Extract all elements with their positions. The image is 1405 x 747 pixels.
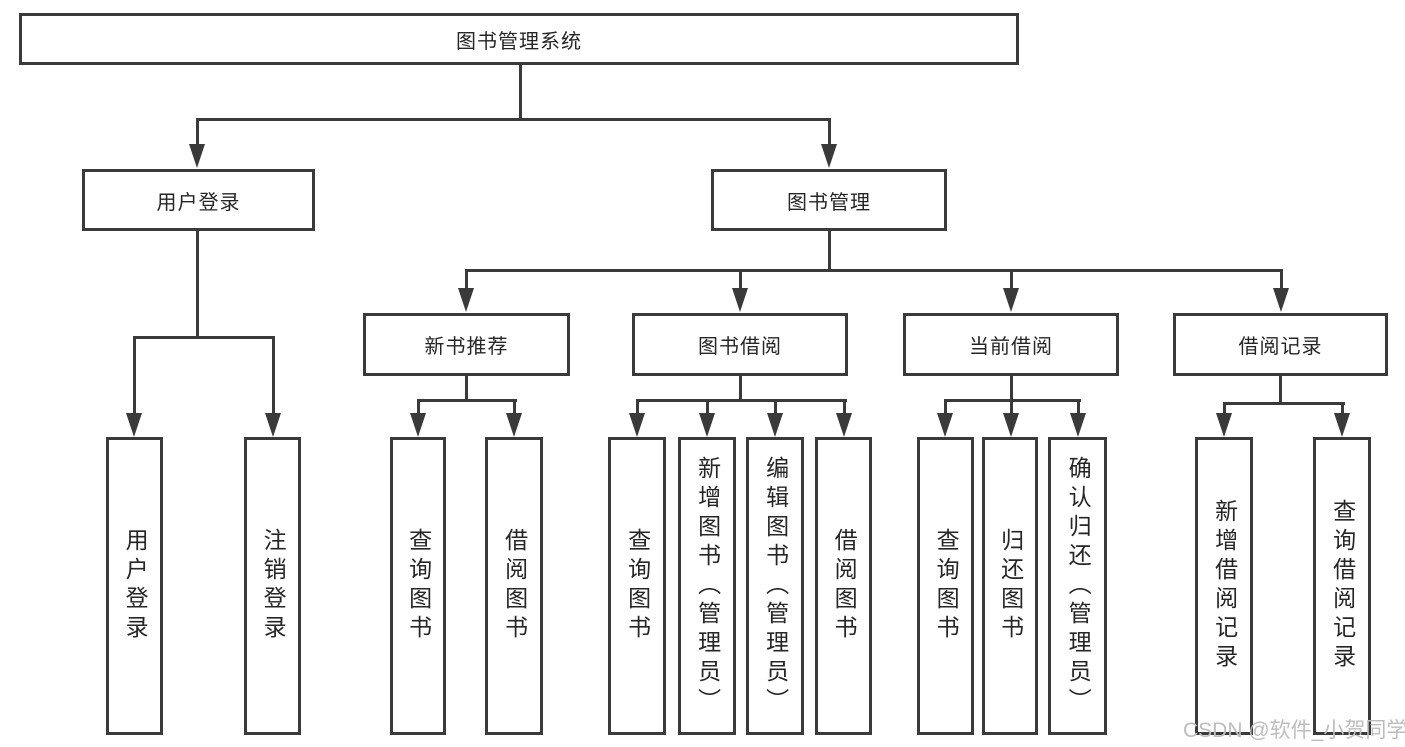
arrow-down-icon: [1273, 288, 1289, 312]
connector-line: [739, 270, 742, 292]
connector-line: [465, 376, 468, 402]
leaf-user-login-label: 用户登录: [122, 528, 149, 644]
connector-line: [774, 400, 777, 417]
connector-line: [1280, 270, 1283, 292]
connector-line: [272, 337, 275, 417]
arrow-down-icon: [265, 413, 281, 437]
connector-line: [417, 400, 420, 417]
connector-line: [636, 400, 639, 417]
arrow-down-icon: [821, 144, 837, 168]
node-borrowing-records: 借阅记录: [1173, 313, 1388, 376]
arrow-down-icon: [1334, 413, 1350, 437]
connector-line: [1341, 403, 1344, 417]
leaf-return-books-label: 归还图书: [997, 528, 1024, 644]
leaf-borrow-books-borrowing-label: 借阅图书: [831, 528, 858, 644]
connector-line: [1010, 376, 1013, 402]
leaf-edit-book-admin-label: 编辑图书（管理员）: [762, 455, 789, 717]
leaf-query-books-current: 查询图书: [917, 437, 974, 735]
node-current-borrowing: 当前借阅: [903, 313, 1119, 376]
node-book-management-label: 图书管理: [787, 191, 871, 214]
leaf-query-books-recommend-label: 查询图书: [405, 528, 432, 644]
connector-line: [465, 269, 1283, 272]
arrow-down-icon: [1070, 413, 1086, 437]
connector-line: [828, 118, 831, 148]
leaf-add-borrow-record-label: 新增借阅记录: [1211, 499, 1238, 673]
leaf-add-borrow-record: 新增借阅记录: [1195, 437, 1253, 735]
node-root-label: 图书管理系统: [456, 30, 582, 53]
connector-line: [1223, 402, 1345, 405]
leaf-query-books-current-label: 查询图书: [933, 528, 960, 644]
watermark: CSDN @软件_小贺同学: [1183, 719, 1405, 742]
connector-line: [519, 64, 522, 121]
connector-line: [706, 400, 709, 417]
leaf-logout: 注销登录: [244, 437, 301, 735]
connector-line: [944, 400, 947, 417]
connector-line: [1223, 403, 1226, 417]
connector-line: [828, 231, 831, 272]
leaf-borrow-books-recommend: 借阅图书: [485, 437, 543, 735]
arrow-down-icon: [1003, 413, 1019, 437]
connector-line: [636, 399, 847, 402]
leaf-query-books-borrowing: 查询图书: [608, 437, 666, 735]
arrow-down-icon: [1003, 288, 1019, 312]
node-new-book-recommend: 新书推荐: [363, 313, 570, 376]
node-user-login-label: 用户登录: [156, 191, 241, 214]
leaf-query-books-recommend: 查询图书: [390, 437, 446, 735]
connector-line: [1010, 270, 1013, 292]
connector-line: [1010, 400, 1013, 417]
connector-line: [196, 118, 199, 148]
arrow-down-icon: [629, 413, 645, 437]
connector-line: [196, 118, 831, 121]
arrow-down-icon: [699, 413, 715, 437]
leaf-query-books-borrowing-label: 查询图书: [624, 528, 651, 644]
arrow-down-icon: [410, 413, 426, 437]
node-new-book-recommend-label: 新书推荐: [424, 336, 509, 358]
leaf-confirm-return-admin-label: 确认归还（管理员）: [1065, 455, 1092, 717]
connector-line: [843, 400, 846, 417]
node-book-management: 图书管理: [711, 169, 947, 231]
leaf-logout-label: 注销登录: [260, 528, 287, 644]
leaf-query-borrow-record: 查询借阅记录: [1313, 437, 1371, 735]
connector-line: [465, 270, 468, 292]
leaf-return-books: 归还图书: [982, 437, 1038, 735]
leaf-borrow-books-recommend-label: 借阅图书: [501, 528, 528, 644]
node-user-login: 用户登录: [82, 169, 315, 231]
connector-line: [1279, 376, 1282, 405]
arrow-down-icon: [506, 413, 522, 437]
leaf-user-login: 用户登录: [106, 437, 163, 735]
arrow-down-icon: [1216, 413, 1232, 437]
node-current-borrowing-label: 当前借阅: [969, 336, 1053, 358]
connector-line: [417, 399, 517, 402]
arrow-down-icon: [189, 144, 205, 168]
node-book-borrowing-label: 图书借阅: [698, 336, 782, 358]
leaf-query-borrow-record-label: 查询借阅记录: [1329, 499, 1356, 673]
arrow-down-icon: [126, 413, 142, 437]
arrow-down-icon: [937, 413, 953, 437]
connector-line: [739, 376, 742, 402]
arrow-down-icon: [767, 413, 783, 437]
connector-line: [133, 336, 275, 339]
leaf-borrow-books-borrowing: 借阅图书: [815, 437, 872, 735]
leaf-edit-book-admin: 编辑图书（管理员）: [746, 437, 804, 735]
arrow-down-icon: [836, 413, 852, 437]
leaf-confirm-return-admin: 确认归还（管理员）: [1048, 437, 1107, 735]
leaf-add-book-admin: 新增图书（管理员）: [678, 437, 736, 735]
arrow-down-icon: [458, 288, 474, 312]
arrow-down-icon: [732, 288, 748, 312]
node-book-borrowing: 图书借阅: [632, 313, 848, 376]
node-root: 图书管理系统: [19, 13, 1019, 65]
connector-line: [196, 231, 199, 339]
connector-line: [513, 400, 516, 417]
leaf-add-book-admin-label: 新增图书（管理员）: [694, 455, 721, 717]
connector-line: [1077, 400, 1080, 417]
node-borrowing-records-label: 借阅记录: [1238, 336, 1323, 358]
connector-line: [133, 337, 136, 417]
